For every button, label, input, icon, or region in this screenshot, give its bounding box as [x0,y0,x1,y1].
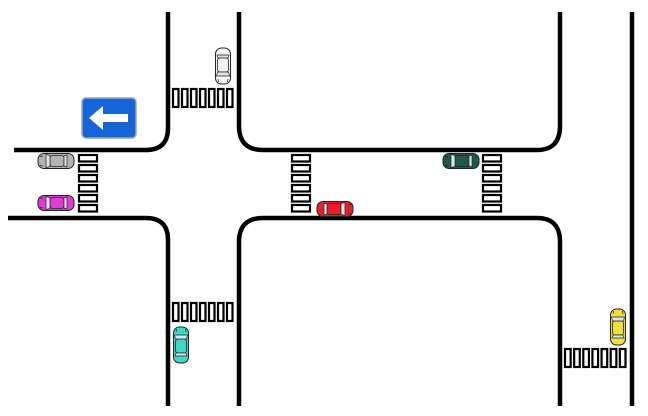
car-headlight [444,165,449,167]
car-headlight [39,155,44,157]
crosswalk-stripe [198,301,207,323]
crosswalk-stripe [481,193,503,203]
car-red [316,201,354,217]
road-edge-south-block [236,215,563,406]
car-magenta [37,195,75,211]
crosswalk-stripe [207,301,216,323]
crosswalk-stripe [481,163,503,173]
crosswalk-stripe [582,347,591,369]
car-rear-window [323,202,328,216]
car-rear-window [63,196,68,210]
car-windshield [45,154,51,168]
crosswalk-stripe [563,347,572,369]
car-windshield [45,196,51,210]
car-headlight [347,203,352,205]
car-rear-window [216,54,230,59]
crosswalk-stripe [180,301,189,323]
road-edge-north-east-corner [236,12,563,153]
road-edges [8,12,635,406]
car-dark-green [442,153,480,169]
car-windshield [611,316,625,322]
crosswalk-far-east [563,347,627,369]
car-rear-window [63,154,68,168]
road-edge-southwest [8,215,171,406]
crosswalk-stripe [198,87,207,109]
crosswalk-stripe [77,183,99,193]
car-headlight [227,78,229,83]
road-edge-northwest [14,12,171,153]
car-roof [326,203,342,215]
crosswalk-stripe [180,87,189,109]
car-roof [49,197,65,209]
car-headlight [39,197,44,199]
car-headlight [217,78,219,83]
crosswalk-stripe [171,301,180,323]
car-windshield [216,71,230,77]
crosswalk-stripe [481,173,503,183]
crosswalk-stripe [573,347,581,369]
crosswalk-stripe [290,163,312,173]
car-yellow [610,308,626,346]
crosswalk-stripe [481,153,503,163]
car-headlight [39,207,44,209]
car-windshield [174,334,188,340]
crosswalk-stripe [77,153,99,163]
car-rear-window [468,154,473,168]
car-rear-window [611,334,625,339]
crosswalk-stripe [290,203,312,213]
crosswalk-stripe [171,87,180,109]
direction-sign [81,97,137,139]
car-headlight [347,213,352,215]
car-roof [217,57,229,73]
crosswalk-stripe [77,163,99,173]
crosswalk-stripe [600,347,609,369]
car-windshield [340,202,346,216]
crosswalk-west [77,153,99,213]
car-rear-window [174,352,188,357]
crosswalk-stripe [77,203,99,213]
crosswalk-stripe [481,203,503,213]
car-roof [454,155,470,167]
crosswalk-stripe [225,87,234,109]
crosswalk-stripe [618,347,627,369]
car-roof [612,320,624,336]
crosswalk-south [171,301,234,323]
car-roof [175,338,187,354]
car-headlight [175,328,177,333]
crosswalk-stripe [481,183,503,193]
crosswalk-stripe [189,87,198,109]
crosswalk-center [290,153,312,213]
crosswalk-stripe [77,173,99,183]
car-roof [49,155,65,167]
crosswalk-stripe [290,183,312,193]
crosswalk-east [481,153,503,213]
crosswalk-stripe [77,193,99,203]
car-headlight [444,155,449,157]
car-teal [173,326,189,364]
car-headlight [39,165,44,167]
crosswalk-stripe [290,193,312,203]
cars [37,47,626,364]
crosswalk-stripe [609,347,618,369]
car-headlight [622,310,624,315]
car-headlight [185,328,187,333]
left-arrow-icon [89,106,128,130]
sign-arrow [89,106,128,130]
crosswalk-stripe [189,301,198,323]
car-white [215,47,231,85]
crosswalk-stripe [216,301,225,323]
car-windshield [450,154,456,168]
car-headlight [612,310,614,315]
crosswalk-stripe [225,301,234,323]
crosswalk-stripe [591,347,600,369]
crosswalks [77,87,627,369]
crosswalk-stripe [290,153,312,163]
crosswalk-stripe [207,87,216,109]
crosswalk-stripe [216,87,225,109]
car-gray [37,153,75,169]
crosswalk-north [171,87,234,109]
crosswalk-stripe [290,173,312,183]
